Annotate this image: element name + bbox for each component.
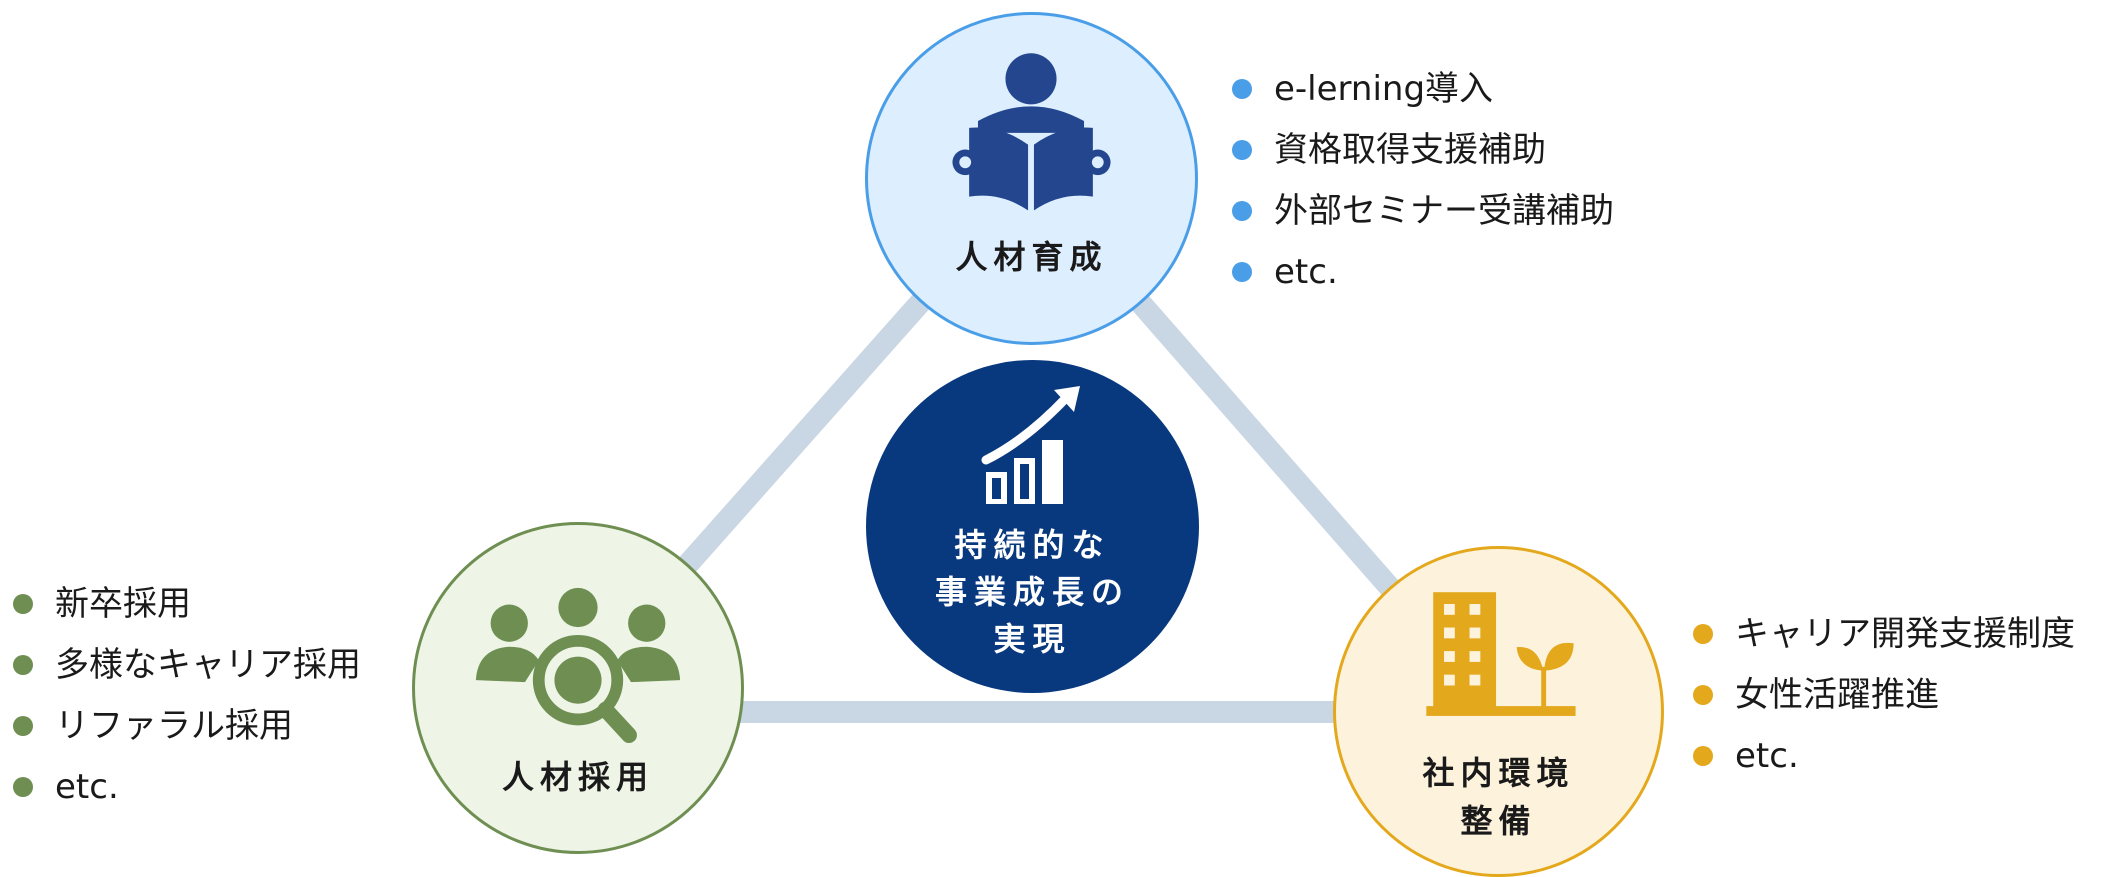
node-environment-label-line-2: 整備 bbox=[1460, 802, 1537, 840]
list-item: 資格取得支援補助 bbox=[1232, 130, 1614, 170]
recruitment-item-text: 多様なキャリア採用 bbox=[55, 645, 361, 685]
development-item-text: 資格取得支援補助 bbox=[1274, 130, 1546, 170]
list-item: etc. bbox=[13, 767, 361, 807]
environment-item-text: 女性活躍推進 bbox=[1735, 675, 1939, 715]
bullet-dot-icon bbox=[1232, 262, 1252, 282]
bullet-dot-icon bbox=[13, 655, 33, 675]
bullet-dot-icon bbox=[1693, 746, 1713, 766]
core-goal-line-2: 事業成長の bbox=[934, 573, 1130, 611]
person-reading-book-icon bbox=[952, 53, 1111, 211]
building-sprout-icon bbox=[1426, 592, 1576, 716]
bullet-dot-icon bbox=[13, 777, 33, 797]
development-item-text: e-lerning導入 bbox=[1274, 69, 1494, 109]
environment-item-text: etc. bbox=[1735, 736, 1799, 776]
bullet-dot-icon bbox=[1232, 201, 1252, 221]
recruitment-item-text: リファラル採用 bbox=[55, 706, 293, 746]
node-development-label: 人材育成 bbox=[955, 238, 1108, 276]
list-item: 外部セミナー受講補助 bbox=[1232, 191, 1614, 231]
core-goal: 持続的な 事業成長の 実現 bbox=[866, 360, 1199, 693]
node-environment-label: 社内環境 整備 bbox=[1336, 749, 1661, 845]
bullet-dot-icon bbox=[1232, 79, 1252, 99]
node-recruitment: 人材採用 bbox=[412, 522, 744, 854]
recruitment-items: 新卒採用 多様なキャリア採用 リファラル採用 etc. bbox=[13, 584, 361, 828]
node-environment: 社内環境 整備 bbox=[1333, 546, 1664, 877]
development-item-text: etc. bbox=[1274, 252, 1338, 292]
growth-chart-icon bbox=[981, 386, 1080, 504]
node-environment-label-line-1: 社内環境 bbox=[1422, 754, 1575, 792]
list-item: e-lerning導入 bbox=[1232, 69, 1614, 109]
list-item: etc. bbox=[1232, 252, 1614, 292]
recruitment-item-text: etc. bbox=[55, 767, 119, 807]
bullet-dot-icon bbox=[13, 594, 33, 614]
list-item: 新卒採用 bbox=[13, 584, 361, 624]
development-items: e-lerning導入 資格取得支援補助 外部セミナー受講補助 etc. bbox=[1232, 69, 1614, 313]
node-development: 人材育成 bbox=[865, 12, 1198, 345]
recruitment-item-text: 新卒採用 bbox=[55, 584, 191, 624]
bullet-dot-icon bbox=[1693, 685, 1713, 705]
development-item-text: 外部セミナー受講補助 bbox=[1274, 191, 1614, 231]
environment-item-text: キャリア開発支援制度 bbox=[1735, 614, 2075, 654]
people-search-icon bbox=[475, 587, 681, 743]
list-item: キャリア開発支援制度 bbox=[1693, 614, 2075, 654]
core-goal-line-1: 持続的な bbox=[954, 526, 1111, 564]
list-item: リファラル採用 bbox=[13, 706, 361, 746]
list-item: etc. bbox=[1693, 736, 2075, 776]
list-item: 多様なキャリア採用 bbox=[13, 645, 361, 685]
node-recruitment-label: 人材採用 bbox=[501, 758, 654, 796]
core-goal-label: 持続的な 事業成長の 実現 bbox=[866, 522, 1199, 663]
bullet-dot-icon bbox=[13, 716, 33, 736]
bullet-dot-icon bbox=[1232, 140, 1252, 160]
bullet-dot-icon bbox=[1693, 624, 1713, 644]
core-goal-line-3: 実現 bbox=[993, 620, 1072, 658]
environment-items: キャリア開発支援制度 女性活躍推進 etc. bbox=[1693, 614, 2075, 797]
list-item: 女性活躍推進 bbox=[1693, 675, 2075, 715]
